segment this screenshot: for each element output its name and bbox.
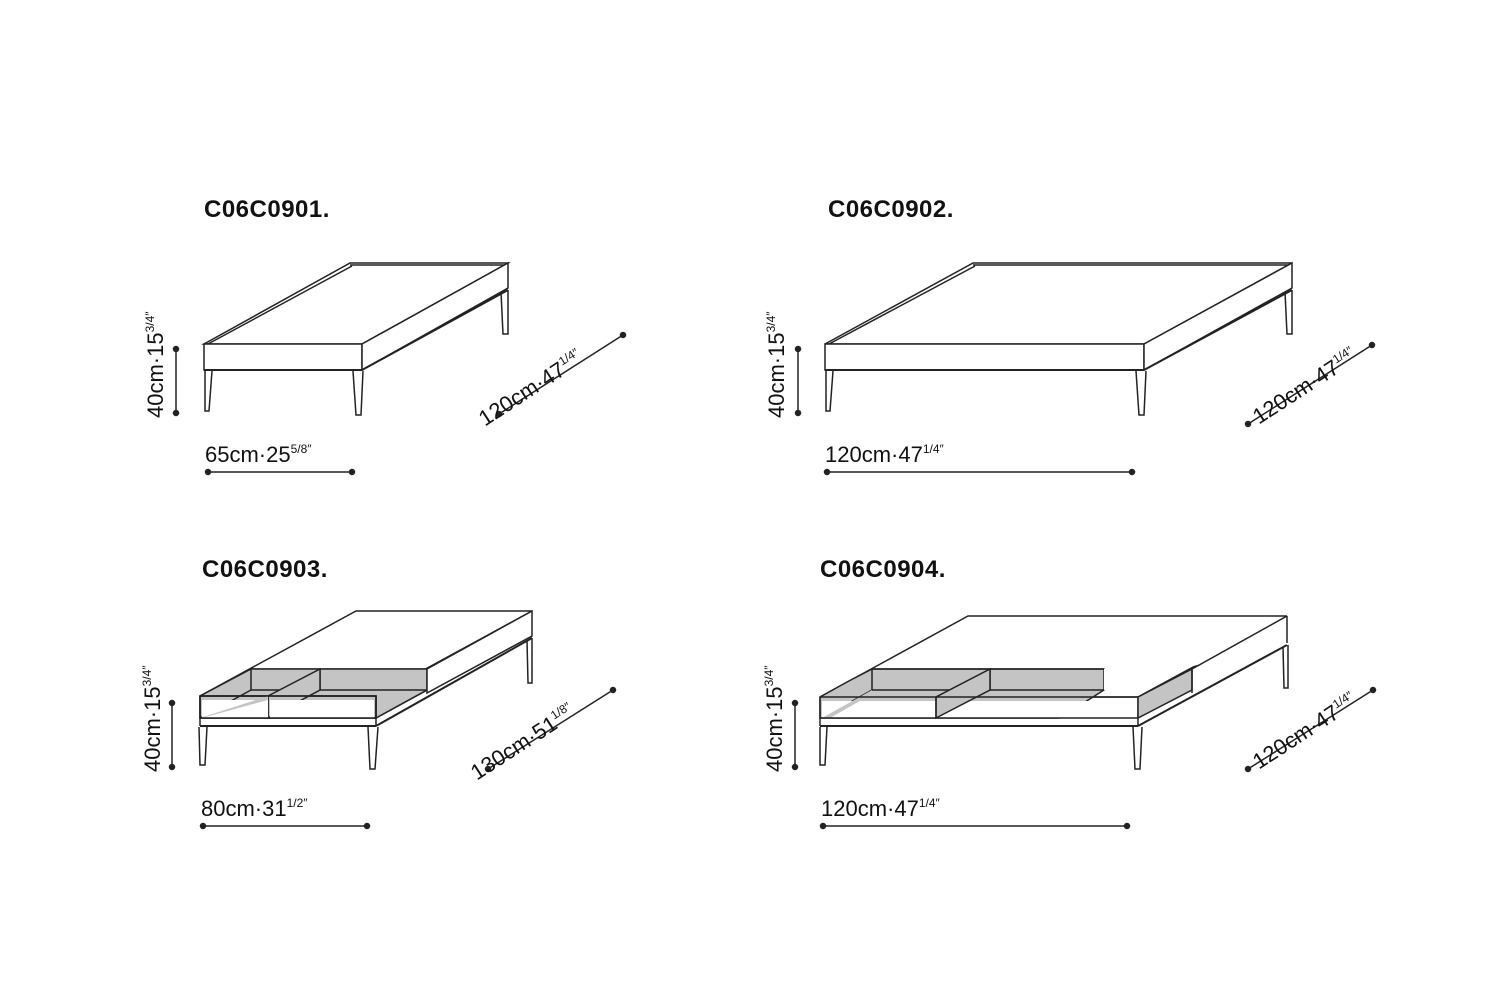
width-label: 120cm·47 — [825, 442, 923, 467]
height-dimension-2: 40cm·153/4″ — [764, 311, 790, 418]
height-fraction: 3/4″ — [762, 665, 776, 687]
height-dimension-4: 40cm·153/4″ — [762, 665, 788, 772]
height-fraction: 3/4″ — [140, 665, 154, 687]
table-drawing-3 — [168, 609, 617, 830]
width-fraction: 1/4″ — [918, 796, 940, 810]
height-dimension-1: 40cm·153/4″ — [143, 311, 169, 418]
height-fraction: 3/4″ — [764, 311, 778, 333]
width-fraction: 1/2″ — [286, 796, 308, 810]
height-label: 40cm·15 — [140, 686, 165, 772]
height-dimension-3: 40cm·153/4″ — [140, 665, 166, 772]
table-drawing-4 — [791, 615, 1377, 830]
width-label: 120cm·47 — [821, 796, 919, 821]
product-code-3: C06C0903. — [202, 556, 328, 583]
table-drawing-2 — [794, 261, 1376, 476]
width-label: 65cm·25 — [205, 442, 291, 467]
width-dimension-2: 120cm·471/4″ — [825, 442, 944, 468]
height-label: 40cm·15 — [762, 686, 787, 772]
height-fraction: 3/4″ — [143, 311, 157, 333]
product-code-2: C06C0902. — [828, 196, 954, 223]
product-code-4: C06C0904. — [820, 556, 946, 583]
height-label: 40cm·15 — [764, 332, 789, 418]
width-dimension-4: 120cm·471/4″ — [821, 796, 940, 822]
width-label: 80cm·31 — [201, 796, 287, 821]
product-code-1: C06C0901. — [204, 196, 330, 223]
height-label: 40cm·15 — [143, 332, 168, 418]
width-dimension-1: 65cm·255/8″ — [205, 442, 312, 468]
table-drawing-1 — [172, 261, 627, 476]
width-dimension-3: 80cm·311/2″ — [201, 796, 308, 822]
width-fraction: 5/8″ — [290, 442, 312, 456]
width-fraction: 1/4″ — [922, 442, 944, 456]
